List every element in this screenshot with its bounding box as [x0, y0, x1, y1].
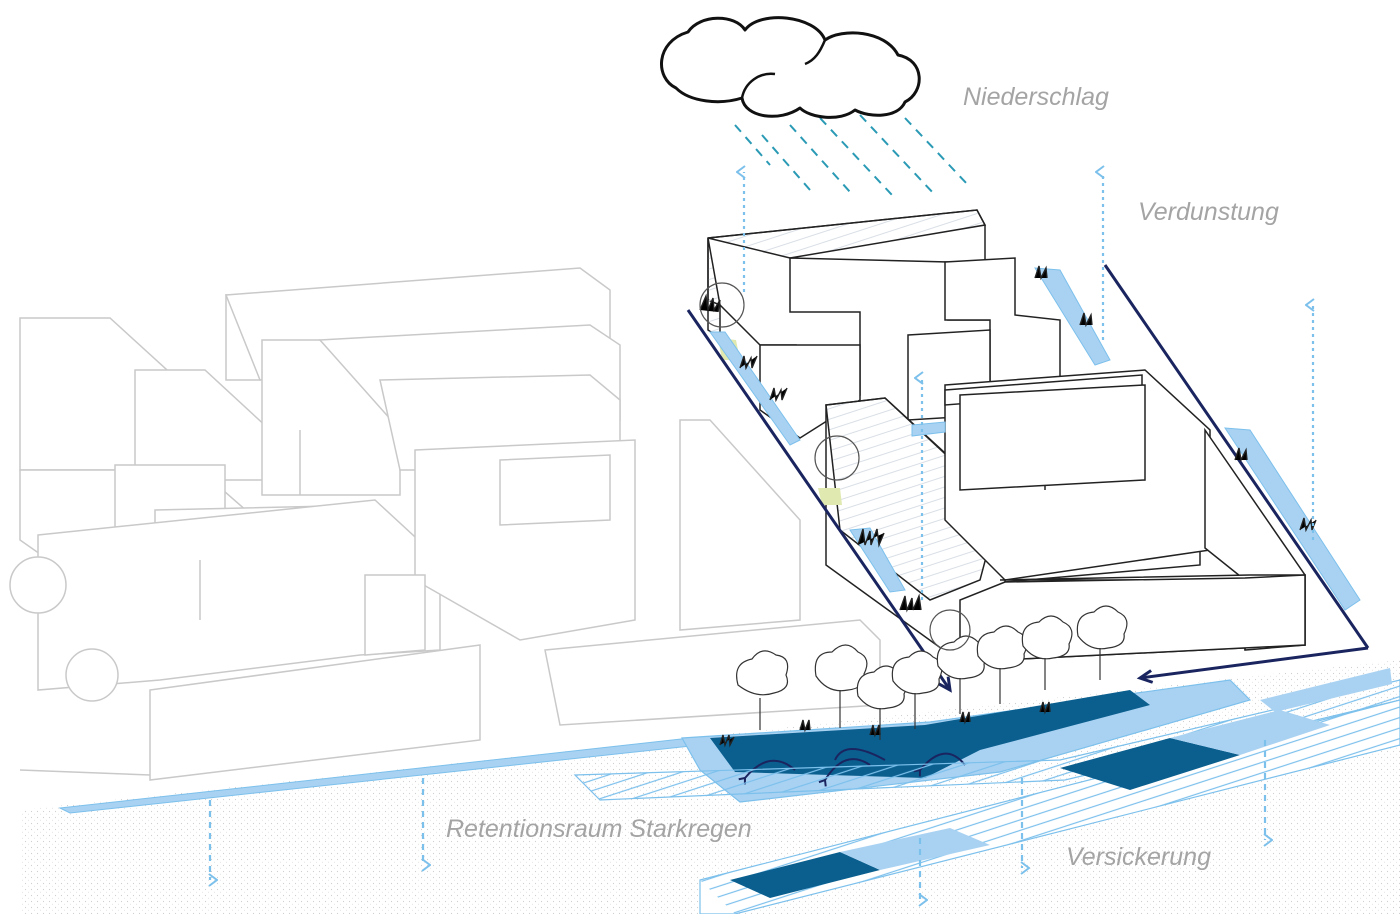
evaporation-arrows — [744, 172, 1313, 600]
main-buildings — [707, 209, 1306, 663]
flow-line-bottom — [1140, 646, 1369, 678]
label-precipitation: Niederschlag — [963, 83, 1109, 111]
tree-circles — [699, 282, 971, 651]
label-retention: Retentionsraum Starkregen — [446, 815, 752, 843]
tree-icons — [736, 605, 1128, 740]
infiltration-arrows — [210, 740, 1265, 900]
ghost-buildings — [9, 267, 881, 781]
infiltration-field — [573, 668, 1400, 914]
label-infiltration: Versickerung — [1066, 843, 1211, 871]
cloud-icon — [660, 16, 921, 119]
rain-icon — [734, 114, 969, 196]
flow-line-left — [686, 309, 950, 690]
swale-channels — [709, 267, 1361, 611]
label-evaporation: Verdunstung — [1138, 198, 1279, 226]
shrub-icons — [699, 265, 1317, 748]
